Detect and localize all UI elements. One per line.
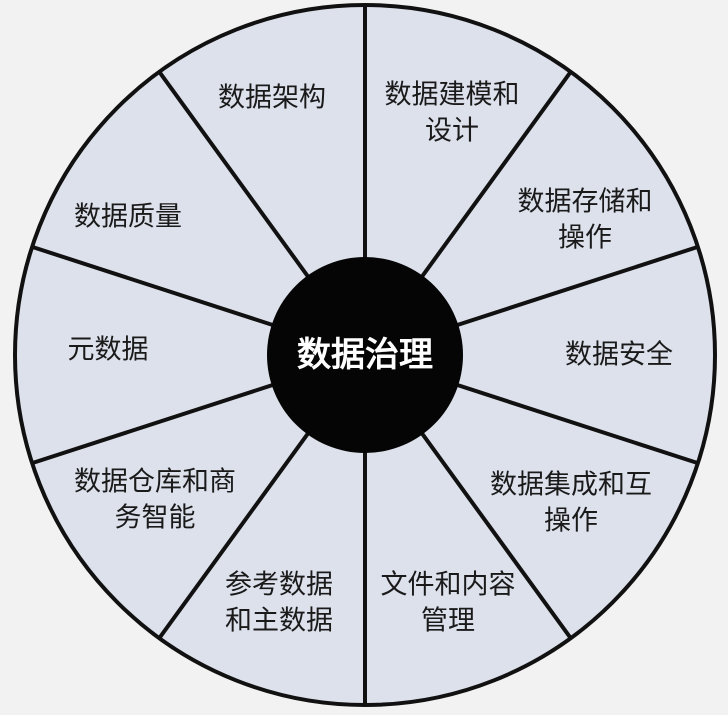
segment-divider [31, 244, 282, 330]
segment-label-8: 数据仓库和商务智能 [74, 467, 236, 534]
segment-label-line: 操作 [544, 506, 598, 537]
segment-label-6: 文件和内容管理 [381, 570, 516, 637]
segment-label-line: 数据仓库和商 [74, 467, 236, 498]
segment-labels: 数据架构数据建模和设计数据存储和操作数据安全数据集成和互操作文件和内容管理参考数… [68, 80, 674, 637]
segment-dividers [31, 5, 699, 705]
segment-label-line: 数据安全 [565, 340, 673, 371]
segment-label-line: 参考数据 [225, 570, 333, 601]
segment-label-line: 操作 [558, 223, 612, 254]
center-hub [267, 257, 463, 453]
segment-divider [415, 425, 573, 640]
segment-label-9: 元数据 [68, 335, 149, 366]
segment-label-2: 数据建模和设计 [385, 80, 520, 147]
segment-label-line: 务智能 [115, 503, 196, 534]
center-label: 数据治理 [297, 335, 433, 375]
segment-label-4: 数据安全 [565, 340, 673, 371]
segment-divider [448, 244, 699, 330]
segment-divider [415, 70, 573, 285]
segment-label-line: 数据质量 [74, 202, 182, 233]
segment-label-line: 数据建模和 [385, 80, 520, 111]
segment-divider [157, 425, 315, 640]
segment-label-3: 数据存储和操作 [518, 187, 653, 254]
segment-divider [31, 380, 282, 466]
segment-label-5: 数据集成和互操作 [490, 470, 652, 537]
segment-label-line: 数据架构 [218, 83, 326, 114]
segment-divider [157, 70, 315, 285]
segment-label-line: 数据集成和互 [490, 470, 652, 501]
segment-label-line: 设计 [425, 116, 479, 147]
segment-label-line: 管理 [421, 606, 475, 637]
segment-label-line: 数据存储和 [518, 187, 653, 218]
segment-label-1: 数据架构 [218, 83, 326, 114]
segment-label-7: 参考数据和主数据 [225, 570, 333, 637]
segment-label-line: 元数据 [68, 335, 149, 366]
segment-label-line: 文件和内容 [381, 570, 516, 601]
segment-label-line: 和主数据 [225, 606, 333, 637]
segment-label-10: 数据质量 [74, 202, 182, 233]
segment-divider [448, 380, 699, 466]
